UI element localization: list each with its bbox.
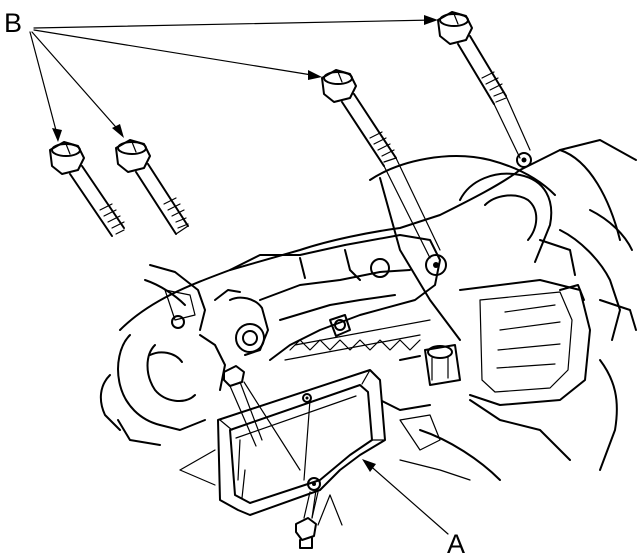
engine-block [99, 139, 637, 481]
bolt-b-1 [49, 141, 125, 237]
callout-label-b: B [4, 8, 23, 38]
access-cover [217, 369, 386, 516]
callout-label-a: A [447, 529, 466, 559]
cover-bolt-lower [295, 491, 319, 549]
cover-bolt-upper [223, 365, 263, 447]
guide-lines [179, 381, 343, 526]
callout-a-leader [362, 459, 449, 535]
bolt-b-4 [437, 11, 531, 159]
bolt-b-3 [321, 69, 441, 259]
bolt-b-2 [115, 139, 189, 235]
callout-b-leaders [29, 15, 438, 142]
